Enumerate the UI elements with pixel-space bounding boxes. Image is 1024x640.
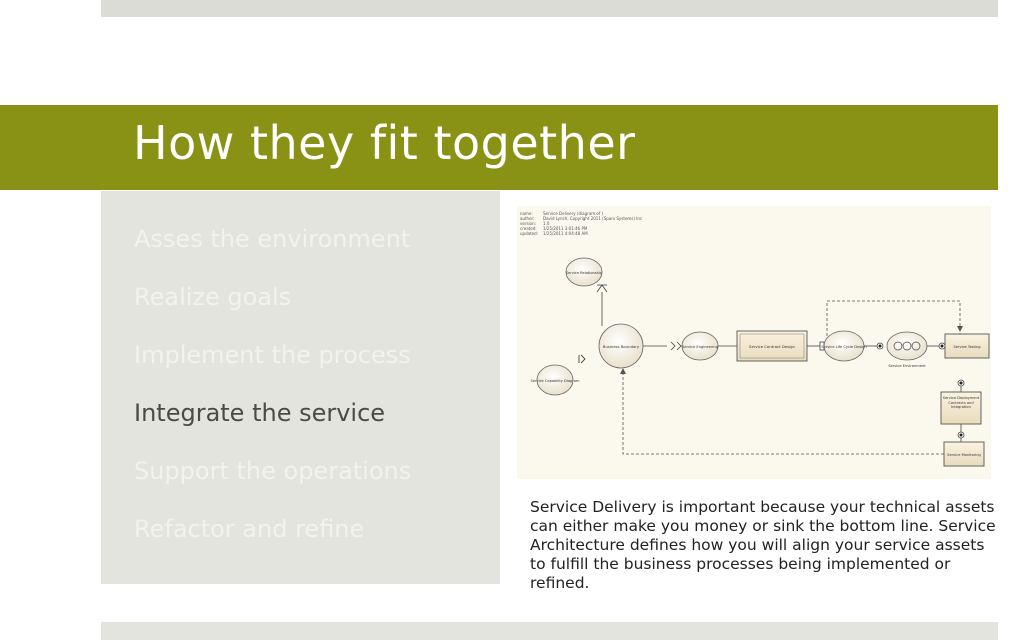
end-node-icon: [940, 344, 944, 348]
environment-circle-icon: [902, 341, 912, 351]
diagram-header-key: updated:: [520, 231, 538, 236]
service-environment-node: [886, 331, 928, 361]
service-contract-box: [736, 330, 808, 362]
diagram-header-value: 1.0: [543, 221, 550, 226]
node-label: Service Contract Design: [749, 344, 795, 349]
node-label: Service Engineering: [682, 345, 718, 349]
service-delivery-diagram: name: author: version: created: updated:…: [517, 206, 991, 479]
diagram-header-key: name:: [520, 211, 533, 216]
start-node-icon: [959, 381, 963, 385]
diagram-header-key: version:: [520, 221, 536, 226]
node-label: Service Monitoring: [947, 453, 981, 457]
slide-title: How they fit together: [133, 116, 636, 170]
dashed-loop-top: [826, 300, 961, 346]
gate-icon: [596, 284, 608, 293]
node-label: Service Life Cycle Design: [821, 345, 866, 349]
agenda-item-assess: Asses the environment: [134, 225, 411, 253]
service-deployment-label-wrap: Service Deployment Contracts and Integra…: [942, 396, 980, 410]
end-node-icon: [959, 433, 963, 437]
top-decorative-bar: [101, 0, 998, 17]
agenda-item-support: Support the operations: [134, 457, 412, 485]
diagram-header-value: 1/25/2011 4:04:48 AM: [543, 231, 588, 236]
arrowhead-icon: [957, 326, 963, 332]
description-paragraph: Service Delivery is important because yo…: [530, 498, 996, 592]
gate-icon: [580, 354, 586, 364]
title-band: [0, 105, 998, 190]
service-deployment-box: [940, 391, 982, 425]
diagram-header: name: author: version: created: updated:…: [520, 211, 642, 236]
service-testing-box: [944, 333, 990, 359]
diagram-header-value: David Lynch, Copyright 2011 (Sparx Syste…: [543, 216, 642, 221]
diagram-header-value: 1/25/2011 3:01:46 PM: [543, 226, 588, 231]
diagram-header-value: Service Delivery (diagram of ): [543, 211, 604, 216]
node-label: Service Relationship: [566, 271, 603, 275]
environment-circle-icon: [893, 341, 903, 351]
diagram-header-key: created:: [520, 226, 537, 231]
gate-icon: [670, 341, 676, 351]
service-relationship-node: [565, 257, 603, 287]
diagram-svg: name: author: version: created: updated:…: [520, 211, 990, 467]
environment-circle-icon: [911, 341, 921, 351]
node-label: Service Capability Diagram: [530, 379, 580, 383]
dashed-loop-bottom: [622, 372, 944, 455]
node-label: Service Environment: [888, 364, 926, 368]
agenda-item-implement: Implement the process: [134, 341, 411, 369]
node-label: Service Deployment Contracts and Integra…: [942, 396, 980, 410]
node-label: Service Testing: [953, 345, 980, 349]
start-node-icon: [878, 344, 882, 348]
service-contract-inner: [739, 333, 805, 359]
description-text-block: Service Delivery is important because yo…: [530, 498, 1000, 593]
service-monitoring-box: [943, 441, 985, 467]
node-label: Business Boundary: [603, 344, 640, 349]
diagram-header-key: author:: [520, 216, 534, 221]
agenda-item-refactor: Refactor and refine: [134, 515, 365, 543]
service-capability-node: [536, 364, 574, 396]
arrowhead-icon: [620, 368, 626, 374]
bottom-decorative-bar: [101, 622, 998, 640]
agenda-item-integrate: Integrate the service: [134, 399, 386, 427]
agenda-panel: Asses the environment Realize goals Impl…: [101, 191, 500, 584]
gate-icon: [676, 341, 682, 351]
agenda-item-realize: Realize goals: [134, 283, 292, 311]
